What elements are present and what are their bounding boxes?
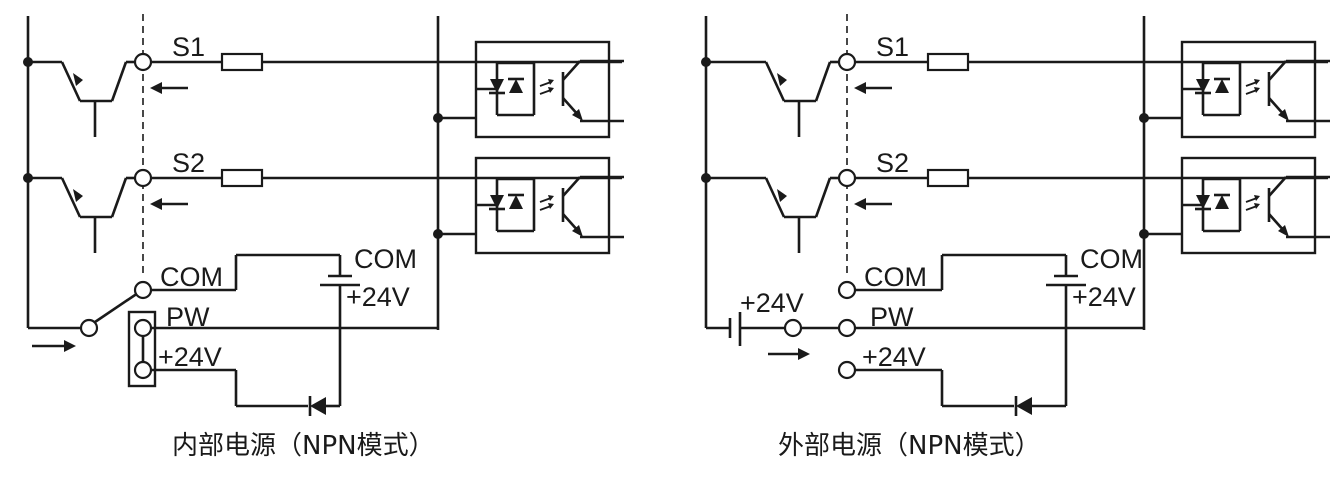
label-com: COM	[864, 262, 927, 292]
optocoupler-s1	[474, 40, 626, 139]
label-s2: S2	[876, 148, 909, 178]
diagram-external-supply: S1 S2 COM +24V +24V	[701, 14, 1332, 461]
label-plus24-external: +24V	[740, 288, 804, 318]
diode-icon	[310, 397, 326, 415]
optocoupler-s1	[1180, 40, 1332, 139]
label-com-internal: COM	[1080, 244, 1143, 274]
terminal-s2	[837, 168, 857, 188]
current-arrow-icon	[148, 196, 190, 212]
label-s2: S2	[172, 148, 205, 178]
label-s1: S1	[172, 32, 205, 62]
resistor-s1	[220, 52, 264, 72]
npn-transistor-s2	[764, 176, 832, 255]
label-com: COM	[160, 262, 223, 292]
terminal-com	[133, 280, 153, 300]
label-pw: PW	[870, 302, 914, 332]
optocoupler-s2	[1180, 156, 1332, 255]
terminal-s1	[837, 52, 857, 72]
npn-transistor-s1	[60, 60, 128, 139]
label-com-internal: COM	[354, 244, 417, 274]
terminal-pw	[133, 318, 153, 338]
common-selector-switch	[94, 291, 139, 324]
optocoupler-s2	[474, 156, 626, 255]
label-plus24-internal: +24V	[1072, 282, 1136, 312]
npn-transistor-s2	[60, 176, 128, 255]
resistor-s1	[926, 52, 970, 72]
terminal-com	[837, 280, 857, 300]
diagram-internal-supply: S1 S2 COM +24V CO	[23, 14, 626, 461]
current-arrow-icon	[852, 196, 894, 212]
current-arrow-icon	[852, 80, 894, 96]
label-plus24: +24V	[862, 342, 926, 372]
terminal-s2	[133, 168, 153, 188]
terminal-s1	[133, 52, 153, 72]
diode-icon	[1016, 397, 1032, 415]
resistor-s2	[926, 168, 970, 188]
external-supply-node	[783, 318, 803, 338]
npn-transistor-s1	[764, 60, 832, 139]
jumper-link	[127, 310, 157, 388]
diagram-caption: 外部电源（NPN模式）	[778, 431, 1041, 461]
resistor-s2	[220, 168, 264, 188]
terminal-plus24	[133, 360, 153, 380]
label-pw: PW	[166, 302, 210, 332]
terminal-plus24	[837, 360, 857, 380]
switch-pivot	[79, 318, 99, 338]
current-arrow-icon	[148, 80, 190, 96]
label-s1: S1	[876, 32, 909, 62]
label-plus24-internal: +24V	[346, 282, 410, 312]
terminal-pw	[837, 318, 857, 338]
label-plus24: +24V	[158, 342, 222, 372]
diagram-caption: 内部电源（NPN模式）	[172, 431, 435, 461]
